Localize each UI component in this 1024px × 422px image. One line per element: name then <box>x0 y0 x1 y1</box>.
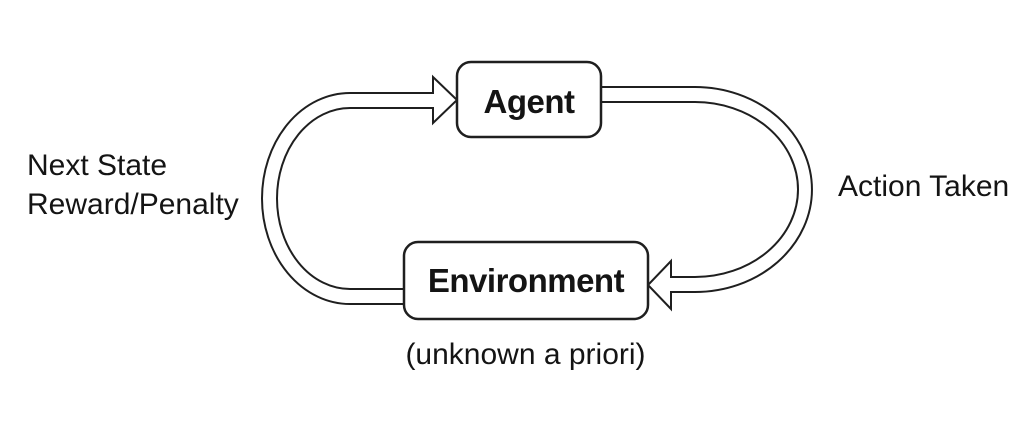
environment-note: (unknown a priori) <box>405 338 646 371</box>
action-label: Action Taken <box>838 170 1010 203</box>
environment-box <box>402 240 650 321</box>
feedback-arrow <box>261 74 459 305</box>
agent-label: Agent <box>483 82 576 120</box>
feedback-label: Next State Reward/Penalty <box>27 146 239 224</box>
agent-box <box>455 60 603 139</box>
feedback-label-line2: Reward/Penalty <box>27 188 239 221</box>
feedback-label-line1: Next State <box>27 149 168 182</box>
environment-label: Environment <box>427 261 625 299</box>
action-arrow <box>600 86 813 312</box>
